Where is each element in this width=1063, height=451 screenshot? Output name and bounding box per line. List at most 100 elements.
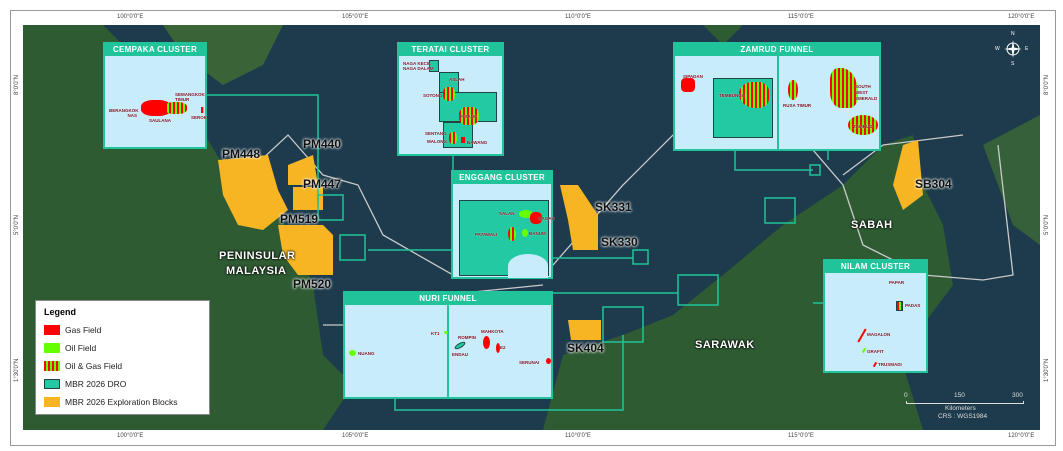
field-label: EMERALD bbox=[855, 96, 878, 101]
lon-tick: 105°0'0"E bbox=[342, 14, 369, 20]
lat-tick: 5°0'0"N bbox=[1044, 214, 1050, 235]
compass-w: W bbox=[995, 46, 1000, 52]
field-label: BERANGKOK NAS bbox=[109, 108, 139, 118]
lon-tick: 105°0'0"E bbox=[342, 433, 369, 439]
legend-label: Oil & Gas Field bbox=[65, 361, 123, 371]
lon-tick: 110°0'0"E bbox=[565, 14, 591, 20]
field-label: SAULANA bbox=[149, 118, 171, 123]
legend-title: Legend bbox=[44, 307, 77, 317]
block-sb304 bbox=[893, 140, 923, 210]
compass-rose: N E S W bbox=[995, 31, 1029, 67]
field-gas bbox=[483, 336, 490, 349]
inset-zamrud-funnel[interactable]: ZAMRUD FUNNEL SIPADAN TEMBUNGO RUSA TIMU… bbox=[673, 42, 881, 151]
legend-item-gas: Gas Field bbox=[44, 321, 201, 339]
field-label: RUSA TIMUR bbox=[783, 103, 812, 108]
oil-swatch-icon bbox=[44, 343, 60, 353]
field-label: INSANG bbox=[460, 114, 478, 119]
block-label-pm440: PM440 bbox=[303, 137, 342, 151]
region-label-sabah: SABAH bbox=[851, 219, 893, 231]
legend-item-dro: MBR 2026 DRO bbox=[44, 375, 201, 393]
inset-teratai-cluster[interactable]: TERATAI CLUSTER NAGA KECIL NAGA DALAM AS… bbox=[397, 42, 504, 156]
compass-e: E bbox=[1025, 46, 1029, 52]
legend-item-exploration: MBR 2026 Exploration Blocks bbox=[44, 393, 201, 411]
block-label-sk331: SK331 bbox=[595, 200, 632, 214]
region-label-peninsular: PENINSULAR bbox=[219, 250, 296, 262]
legend-item-oil-gas: Oil & Gas Field bbox=[44, 357, 201, 375]
field-gas bbox=[530, 212, 542, 224]
field-gas bbox=[872, 361, 878, 368]
region-label-sarawak: SARAWAK bbox=[695, 339, 755, 351]
field-gas bbox=[546, 358, 551, 364]
field-label: TRUSMADI bbox=[878, 362, 902, 367]
field-oil-gas bbox=[459, 107, 479, 125]
field-oil-gas bbox=[443, 87, 455, 101]
field-oil-gas bbox=[897, 302, 902, 310]
inset-nuri-funnel[interactable]: NURI FUNNEL NUANG KT1 ROMPIN ENDAU MAHKO… bbox=[343, 291, 553, 399]
dro-swatch-icon bbox=[44, 379, 60, 389]
inset-title: CEMPAKA CLUSTER bbox=[105, 44, 205, 56]
field-oil-gas bbox=[739, 82, 769, 108]
inset-cempaka-cluster[interactable]: CEMPAKA CLUSTER SEMANGKOK TIMUR BERANGKO… bbox=[103, 42, 207, 149]
field-oil-gas bbox=[201, 107, 204, 113]
field-oil bbox=[444, 331, 448, 334]
coastline bbox=[508, 254, 548, 278]
field-label: NAGA DALAM bbox=[403, 66, 434, 71]
field-label: SIPADAN bbox=[683, 74, 703, 79]
field-oil-gas bbox=[830, 68, 858, 108]
block-sk331-330 bbox=[560, 185, 598, 250]
field-label: ZAMRUD bbox=[853, 124, 873, 129]
dro-area bbox=[429, 60, 439, 72]
field-label: SALAN bbox=[499, 211, 515, 216]
field-label: ASLAH bbox=[449, 77, 465, 82]
inset-title: ZAMRUD FUNNEL bbox=[675, 44, 879, 56]
inset-title: TERATAI CLUSTER bbox=[399, 44, 502, 56]
field-label: NAGA KECIL bbox=[403, 61, 431, 66]
field-gas bbox=[141, 100, 171, 116]
lon-tick: 115°0'0"E bbox=[788, 14, 814, 20]
field-oil bbox=[522, 229, 528, 237]
inset-enggang-cluster[interactable]: ENGGANG CLUSTER SALAN GAGAU PATAWALI BAN… bbox=[451, 170, 555, 279]
field-oil bbox=[349, 350, 356, 356]
field-gas bbox=[461, 137, 465, 143]
scale-tick: 300 bbox=[1012, 392, 1023, 399]
field-oil-gas bbox=[848, 115, 878, 135]
region-label-malaysia: MALAYSIA bbox=[226, 265, 287, 277]
block-pm440 bbox=[288, 155, 318, 185]
field-gas bbox=[857, 328, 867, 343]
block-label-pm520: PM520 bbox=[293, 277, 332, 291]
field-oil bbox=[519, 210, 533, 218]
lat-tick: 1°30'0"N bbox=[1044, 358, 1050, 382]
field-label: E2 bbox=[500, 345, 506, 350]
field-label: GRAFIT bbox=[867, 349, 884, 354]
lon-tick: 100°0'0"E bbox=[117, 433, 144, 439]
legend-label: MBR 2026 DRO bbox=[65, 379, 127, 389]
field-label: SOUTH bbox=[855, 84, 871, 89]
field-oil-gas bbox=[508, 227, 516, 241]
field-oil bbox=[861, 347, 867, 354]
legend-label: Gas Field bbox=[65, 325, 102, 335]
field-label: SENTANG bbox=[425, 131, 447, 136]
compass-s: S bbox=[1011, 61, 1015, 67]
inset-nilam-cluster[interactable]: NILAM CLUSTER PAPAR PADAS MAGALON GRAFIT… bbox=[823, 259, 928, 373]
field-label: BANUM bbox=[529, 231, 546, 236]
lat-tick: 8°0'0"N bbox=[1044, 74, 1050, 95]
field-oil-gas bbox=[788, 80, 798, 100]
scale-line bbox=[906, 401, 1024, 404]
scale-tick: 150 bbox=[954, 392, 965, 399]
field-label: NUANG bbox=[358, 351, 375, 356]
legend-label: MBR 2026 Exploration Blocks bbox=[65, 397, 178, 407]
field-label: ROMPIN bbox=[458, 335, 476, 340]
legend: Legend Gas Field Oil Field Oil & Gas Fie… bbox=[35, 300, 210, 415]
legend-item-oil: Oil Field bbox=[44, 339, 201, 357]
exploration-blocks bbox=[218, 140, 923, 340]
field-label: PAPAR bbox=[889, 280, 905, 285]
field-label: MAGALON bbox=[867, 332, 891, 337]
block-pm447 bbox=[293, 187, 323, 210]
connector-lines bbox=[206, 94, 829, 411]
block-label-sb304: SB304 bbox=[915, 177, 952, 191]
lon-tick: 110°0'0"E bbox=[565, 433, 591, 439]
field-label: PADAS bbox=[905, 303, 921, 308]
block-label-pm448: PM448 bbox=[222, 147, 261, 161]
scale-bar: 0 150 300 Kilometers CRS : WGS1984 bbox=[900, 388, 1035, 428]
field-label: ENDAU bbox=[452, 352, 469, 357]
